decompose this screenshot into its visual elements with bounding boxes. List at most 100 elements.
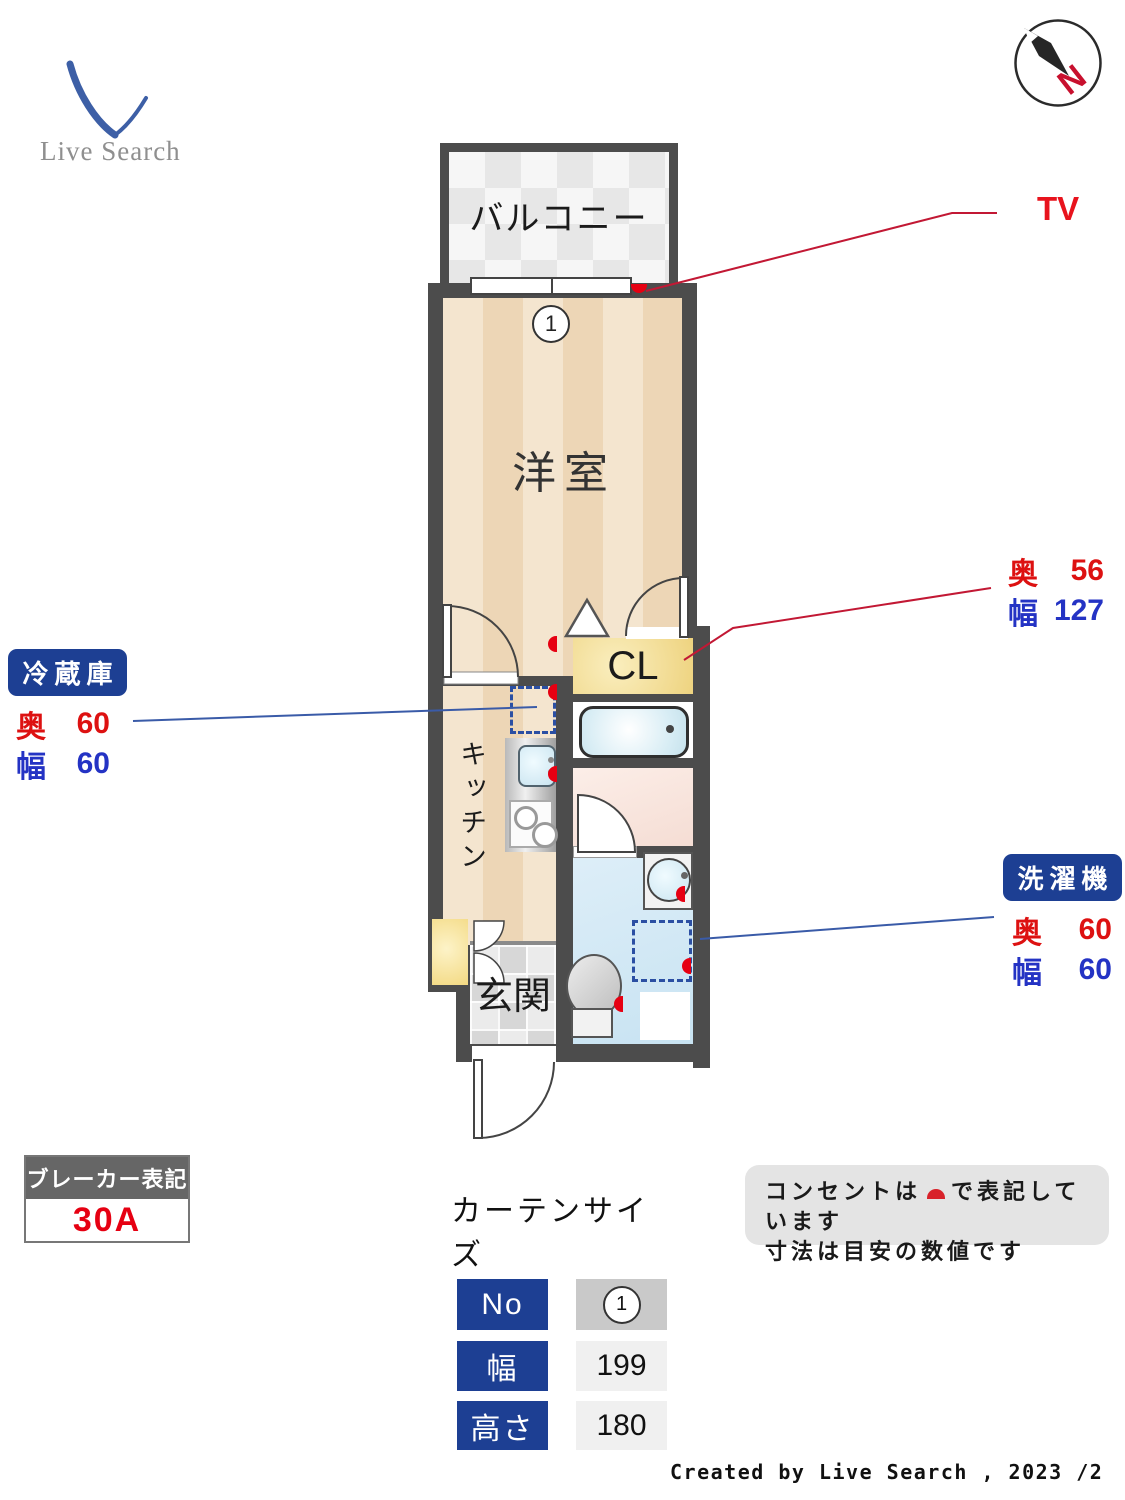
stove-burner: [532, 822, 558, 848]
wall-closet-bottom: [573, 694, 693, 702]
fridge-pointer-line: [132, 706, 538, 722]
tv-label: TV: [1037, 190, 1080, 227]
folding-door-icon: [563, 597, 611, 638]
door-leaf: [679, 576, 689, 638]
balcony-area: [449, 152, 669, 283]
entrance-step-line: [470, 941, 556, 945]
toilet-tank: [571, 1008, 613, 1038]
wall-bath-washroom: [573, 758, 693, 768]
fridge-width: 幅 60: [16, 742, 110, 786]
curtain-row-height-label: 高さ: [457, 1401, 548, 1450]
fridge-depth: 奥 60: [16, 702, 110, 746]
live-search-logo-icon: [66, 60, 148, 139]
curtain-row-height-value: 180: [576, 1401, 667, 1450]
bathtub: [579, 706, 689, 758]
notes-box: コンセントはで表記しています 寸法は目安の数値です: [745, 1165, 1109, 1264]
outlet-icon: [548, 636, 557, 652]
outside-cutout: [428, 992, 456, 1068]
washer-width: 幅 60: [1012, 948, 1112, 992]
door-leaf: [473, 1059, 483, 1139]
closet-depth: 奥 56: [1008, 549, 1104, 593]
wall-mid-vertical: [556, 626, 573, 1046]
note-text: で表記しています: [765, 1179, 1081, 1234]
door-sill: [443, 671, 519, 685]
outlet-icon: [548, 684, 557, 700]
wall-left: [428, 283, 443, 992]
outlet-icon: [614, 996, 623, 1012]
outlet-icon: [676, 886, 685, 902]
outlet-icon: [682, 958, 691, 974]
breaker-value: 30A: [72, 1200, 142, 1239]
curtain-marker-number: 1: [544, 311, 558, 336]
depth-label: 奥: [1008, 558, 1038, 591]
curtain-table-title: カーテンサイズ: [451, 1195, 649, 1272]
closet-width: 幅 127: [1008, 589, 1104, 633]
pipe-space-inner: [640, 992, 690, 1040]
fridge-badge: 冷蔵庫: [8, 649, 127, 696]
depth-value: 56: [1070, 554, 1104, 587]
breaker-title: ブレーカー表記: [26, 1157, 188, 1199]
width-value: 60: [76, 747, 110, 780]
toilet-bowl: [566, 954, 622, 1018]
bathtub-drain: [666, 725, 674, 733]
outlet-icon: [631, 284, 647, 293]
kitchen-faucet: [548, 757, 554, 763]
curtain-row-width-label: 幅: [457, 1341, 548, 1391]
note-text: コンセントは: [765, 1179, 922, 1204]
room-area: [443, 298, 682, 676]
width-label: 幅: [16, 751, 46, 784]
fridge-space-dashed-box: [510, 686, 556, 734]
depth-value: 60: [76, 707, 110, 740]
kitchen-label: キッチン: [456, 740, 486, 876]
balcony-wall: [440, 143, 678, 152]
logo-text: Live Search: [40, 136, 181, 166]
balcony-label: バルコニー: [469, 199, 649, 238]
compass-icon: [1014, 19, 1102, 107]
curtain-row-no-label: No: [457, 1279, 548, 1330]
curtain-row-width-value: 199: [576, 1341, 667, 1391]
entrance-label: 玄関: [474, 975, 551, 1018]
width-label: 幅: [1012, 957, 1042, 990]
outlet-legend-icon: [927, 1189, 946, 1199]
door-arc: [477, 1061, 555, 1139]
room-label: 洋室: [512, 449, 616, 498]
door-sill: [626, 627, 688, 639]
washbasin-faucet: [681, 872, 688, 879]
closet-pointer-line: [683, 587, 992, 661]
washer-depth: 奥 60: [1012, 908, 1112, 952]
width-value: 60: [1078, 953, 1112, 986]
washer-badge: 洗濯機: [1003, 854, 1122, 901]
door-sill: [472, 1046, 556, 1062]
shoe-cabinet: [432, 919, 468, 985]
depth-value: 60: [1078, 913, 1112, 946]
note-line-1: コンセントはで表記しています: [765, 1177, 1089, 1237]
closet-label: CL: [607, 643, 659, 688]
note-line-2: 寸法は目安の数値です: [765, 1239, 1026, 1264]
breaker-box: ブレーカー表記 30A: [24, 1155, 190, 1243]
cabinet-door: [473, 952, 505, 984]
balcony-wall: [440, 143, 449, 290]
curtain-marker-circle: 1: [532, 305, 570, 343]
depth-label: 奥: [16, 711, 46, 744]
washer-space-dashed-box: [632, 920, 692, 982]
washer-pointer-line: [699, 916, 995, 940]
door-leaf-arc: [577, 793, 637, 853]
circled-number: 1: [602, 1285, 641, 1324]
wall-right-upper: [682, 283, 697, 634]
depth-label: 奥: [1012, 917, 1042, 950]
width-label: 幅: [1008, 598, 1038, 631]
door-arc: [446, 605, 519, 678]
curtain-row-no-value: 1: [576, 1279, 667, 1330]
wall-right-lower: [693, 626, 710, 1068]
balcony-wall: [669, 143, 678, 290]
door-leaf: [442, 604, 452, 678]
curtain-no: 1: [615, 1293, 628, 1315]
closet-area: [573, 638, 693, 694]
door-arc: [625, 577, 685, 637]
wall-below-cabinet: [456, 992, 470, 1054]
tv-pointer-line: [645, 212, 997, 292]
outlet-icon: [548, 766, 557, 782]
footer-credit: Created by Live Search , 2023 /2: [670, 1460, 1104, 1484]
